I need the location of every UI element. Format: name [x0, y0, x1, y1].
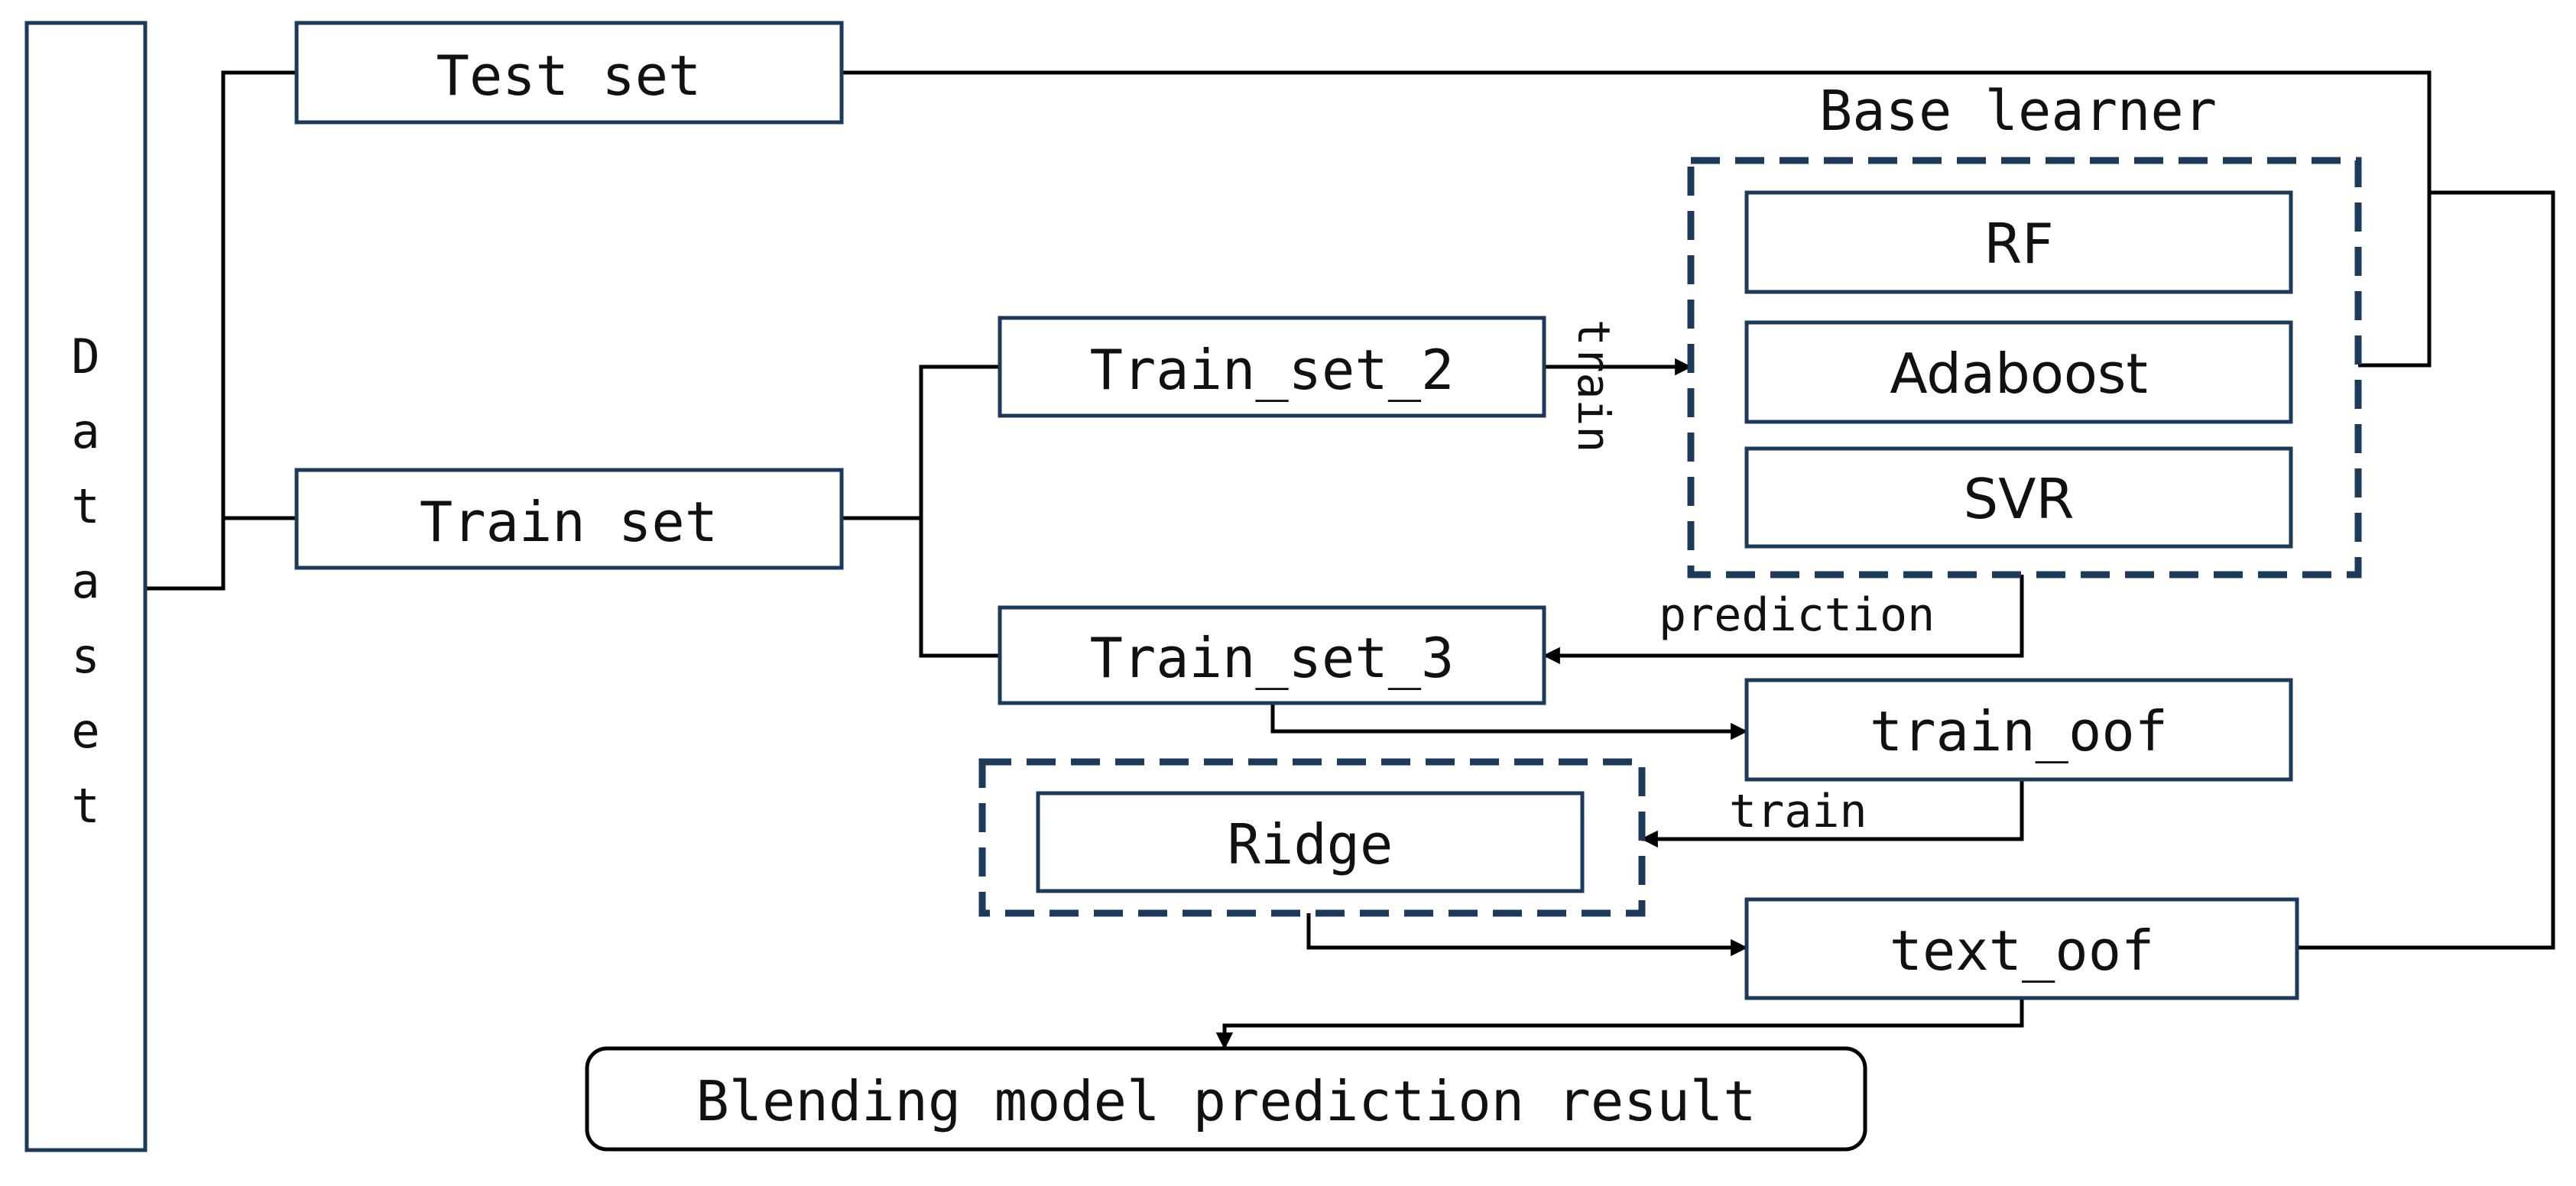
test-set-to-text-oof-connector [2297, 190, 2555, 950]
base-learner-group: Base learner RF Adaboost SVR [1687, 79, 2362, 578]
prediction-edge-label: prediction [1659, 588, 1935, 642]
base-learner-title: Base learner [1819, 79, 2217, 143]
ridge-group: Ridge [978, 758, 1646, 917]
adaboost-label: Adaboost [1890, 342, 2147, 406]
svr-model-box: SVR [1744, 446, 2293, 549]
rf-label: RF [1984, 212, 2053, 276]
ridge-to-text-oof-arrow [1306, 913, 1748, 957]
test-set-connector [842, 70, 2432, 368]
result-label: Blending model prediction result [696, 1069, 1756, 1133]
ridge-dashed-border [978, 758, 1646, 917]
train-set-2-node: Train_set_2 [998, 316, 1546, 418]
text-oof-node: text_oof [1744, 897, 2299, 1000]
connectors [145, 70, 2555, 1050]
train-oof-to-ridge-arrow [1640, 779, 2024, 848]
result-node: Blending model prediction result [585, 1046, 1867, 1152]
train-set-branch-connector [919, 365, 1000, 658]
train-set-3-node: Train_set_3 [998, 605, 1546, 705]
train-set-label: Train set [420, 490, 718, 554]
train-oof-label: train_oof [1870, 699, 2168, 763]
train-oof-node: train_oof [1744, 678, 2293, 782]
train-edge-label-ridge: train [1729, 785, 1867, 838]
adaboost-model-box: Adaboost [1744, 320, 2293, 424]
train-set-3-to-train-oof-arrow [1270, 703, 1748, 740]
test-set-node: Test set [294, 21, 844, 125]
svr-label: SVR [1964, 467, 2075, 531]
train-set-2-label: Train_set_2 [1090, 338, 1455, 402]
train-edge-label-vertical: train [1568, 319, 1620, 453]
dataset-to-sets-connector [145, 70, 297, 591]
ridge-label: Ridge [1228, 812, 1393, 877]
text-oof-to-result-arrow [1215, 998, 2024, 1050]
base-learner-dashed-border [1687, 157, 2362, 578]
rf-model-box: RF [1744, 190, 2293, 294]
text-oof-label: text_oof [1890, 919, 2155, 983]
train-set-3-label: Train_set_3 [1090, 626, 1455, 690]
test-set-label: Test set [436, 44, 702, 108]
prediction-arrow-to-train-set-3 [1543, 575, 2024, 665]
train-set-node: Train set [294, 468, 844, 570]
